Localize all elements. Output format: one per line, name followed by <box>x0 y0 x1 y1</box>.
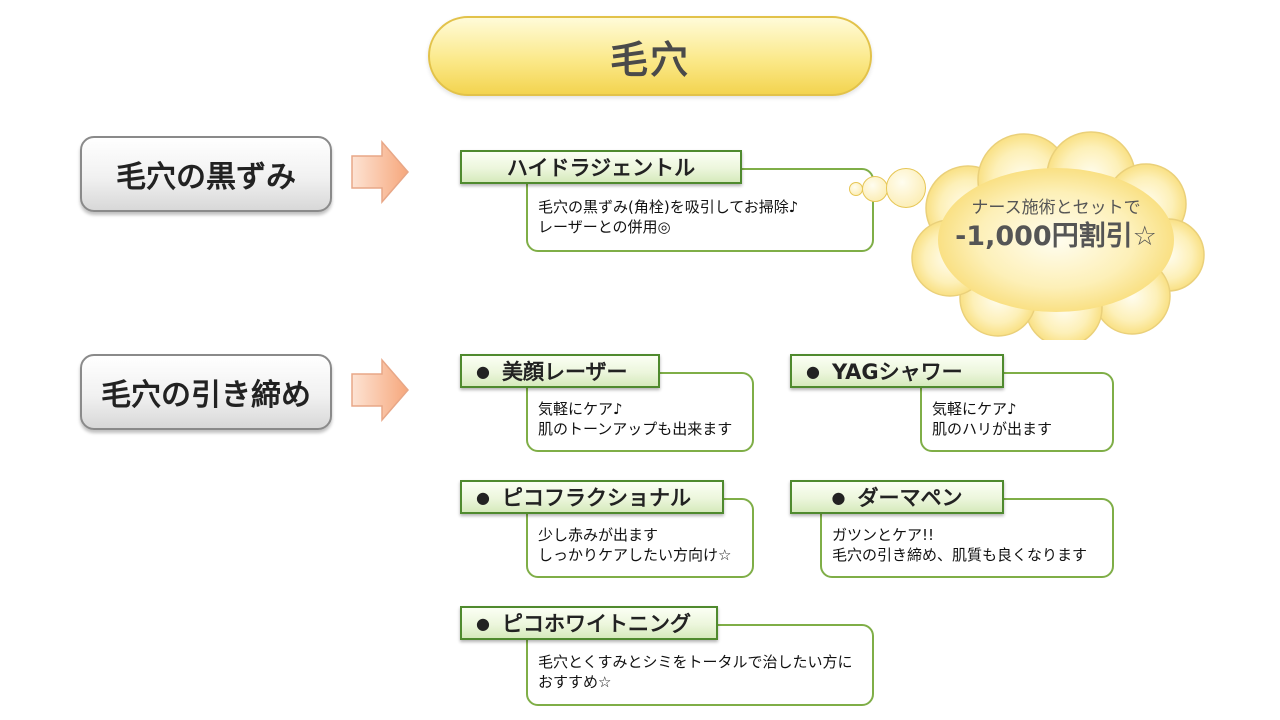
treatment-desc-line: 毛穴の引き締め、肌質も良くなります <box>832 546 1088 564</box>
treatment-desc-line: 毛穴の黒ずみ(角栓)を吸引してお掃除♪ <box>538 198 799 216</box>
thought-bubble-small <box>849 182 863 196</box>
treatment-name: ピコホワイトニング <box>501 612 691 636</box>
category-pore-blackheads: 毛穴の黒ずみ <box>80 136 332 212</box>
category-label: 毛穴の引き締め <box>101 378 311 413</box>
treatment-desc-line: 少し赤みが出ます <box>538 526 659 544</box>
treatment-tag-hydra: ハイドラジェントル <box>460 150 742 184</box>
bullet-icon: ● <box>476 361 490 381</box>
arrow-right-icon <box>351 140 409 204</box>
treatment-desc-line: 気軽にケア♪ <box>538 400 623 418</box>
category-label: 毛穴の黒ずみ <box>116 160 296 195</box>
treatment-desc-line: レーザーとの併用◎ <box>538 218 671 236</box>
treatment-tag-dermapen: ● ダーマペン <box>790 480 1004 514</box>
arrow-right-icon <box>351 358 409 422</box>
promo-line-1: ナース施術とセットで <box>971 198 1141 218</box>
treatment-name: YAGシャワー <box>831 360 963 384</box>
page-title-text: 毛穴 <box>609 37 690 82</box>
treatment-tag-pico-fractional: ● ピコフラクショナル <box>460 480 724 514</box>
thought-bubble-medium <box>862 176 888 202</box>
bullet-icon: ● <box>831 487 846 507</box>
treatment-desc-line: おすすめ☆ <box>538 673 612 691</box>
treatment-desc-line: ガツンとケア!! <box>832 526 935 544</box>
bullet-icon: ● <box>806 361 820 381</box>
treatment-desc-line: しっかりケアしたい方向け☆ <box>538 546 732 564</box>
bullet-icon: ● <box>476 613 490 633</box>
page-title: 毛穴 <box>428 16 872 96</box>
treatment-name: ダーマペン <box>857 486 963 510</box>
treatment-tag-pico-whitening: ● ピコホワイトニング <box>460 606 718 640</box>
treatment-tag-yag: ● YAGシャワー <box>790 354 1004 388</box>
bullet-icon: ● <box>476 487 490 507</box>
promo-text: ナース施術とセットで -1,000円割引☆ <box>906 196 1206 254</box>
treatment-desc-line: 毛穴とくすみとシミをトータルで治したい方に <box>538 653 853 671</box>
treatment-name: ハイドラジェントル <box>506 156 696 180</box>
treatment-name: ピコフラクショナル <box>501 486 691 510</box>
treatment-desc-line: 肌のトーンアップも出来ます <box>538 420 733 438</box>
treatment-desc-line: 肌のハリが出ます <box>932 420 1053 438</box>
promo-cloud <box>911 131 1205 340</box>
treatment-desc-line: 気軽にケア♪ <box>932 400 1017 418</box>
treatment-tag-laser: ● 美顔レーザー <box>460 354 660 388</box>
treatment-name: 美顔レーザー <box>501 360 628 384</box>
category-pore-tightening: 毛穴の引き締め <box>80 354 332 430</box>
promo-line-2: -1,000円割引☆ <box>955 221 1157 252</box>
thought-bubble-large <box>886 168 926 208</box>
